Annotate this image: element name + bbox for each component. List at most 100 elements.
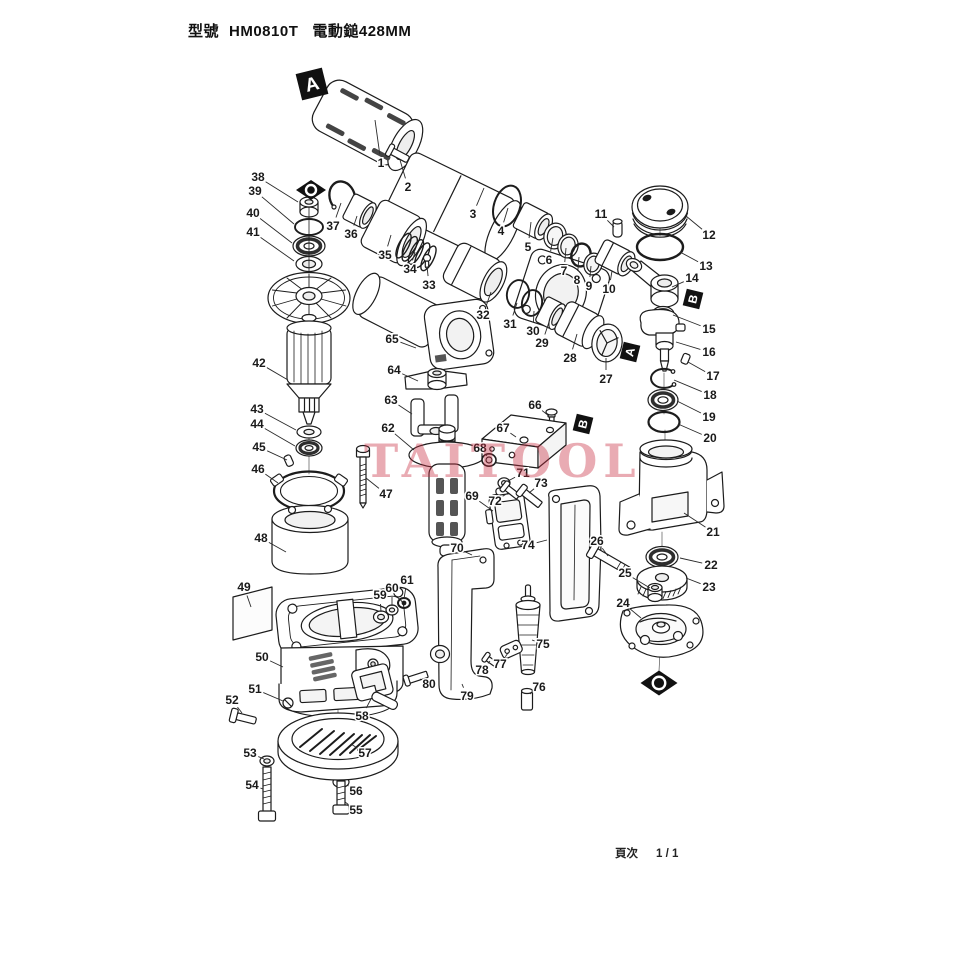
leader-line-8: [577, 256, 580, 272]
leader-line-25: [632, 577, 651, 589]
leader-line-36: [353, 215, 358, 226]
leader-line-28: [572, 333, 578, 350]
diamond-marker-ring-1: [651, 675, 667, 691]
part-64-bracket-plate: [404, 367, 468, 391]
section-marker-a-0: A: [295, 67, 329, 101]
part-number-label-21: 21: [706, 525, 720, 539]
part-number-label-54: 54: [245, 778, 259, 792]
leader-line-38: [265, 181, 299, 203]
part-number-label-51: 51: [248, 682, 262, 696]
leader-line-48: [268, 542, 287, 553]
leader-line-15: [672, 314, 701, 327]
leader-line-75: [531, 639, 535, 642]
leader-line-80: [419, 678, 422, 681]
part-number-label-56: 56: [349, 784, 363, 798]
leader-line-62: [394, 433, 415, 451]
leader-line-41: [260, 236, 295, 262]
leader-line-7: [564, 247, 567, 263]
part-number-label-10: 10: [602, 282, 616, 296]
leader-line-5: [528, 221, 532, 239]
part-11-pin: [612, 218, 623, 238]
part-47-bolt: [355, 444, 371, 509]
leader-line-6: [550, 237, 554, 252]
part-number-label-6: 6: [546, 253, 553, 267]
diamond-marker-ring-0: [304, 183, 318, 197]
leader-line-79: [461, 683, 464, 688]
leader-line-22: [679, 557, 703, 564]
leader-line-54: [260, 787, 264, 790]
leader-line-51: [263, 692, 284, 702]
part-28-tool-holder: [554, 301, 605, 350]
part-number-label-63: 63: [384, 393, 398, 407]
part-number-label-16: 16: [702, 345, 716, 359]
part-number-label-4: 4: [498, 224, 505, 238]
leader-line-4: [503, 207, 509, 223]
part-number-label-19: 19: [702, 410, 716, 424]
part-number-label-35: 35: [378, 248, 392, 262]
leader-line-78: [487, 660, 491, 664]
leader-line-53: [258, 756, 265, 760]
marker-box: [619, 341, 641, 363]
part-number-label-1: 1: [378, 156, 385, 170]
part-number-label-5: 5: [525, 240, 532, 254]
part-68-nut: [481, 452, 497, 467]
part-number-label-46: 46: [251, 462, 265, 476]
leader-line-73: [528, 488, 535, 494]
part-79-handle-half-left: [429, 548, 495, 701]
leader-line-71: [507, 476, 516, 482]
part-number-label-43: 43: [250, 402, 264, 416]
part-number-label-78: 78: [475, 663, 489, 677]
leader-line-24: [629, 608, 642, 619]
page-value: 1 / 1: [656, 848, 679, 860]
leader-line-57: [350, 743, 358, 749]
leader-line-72: [502, 492, 509, 497]
part-78-screw: [481, 651, 500, 668]
part-number-label-44: 44: [250, 417, 264, 431]
page-footer: 頁次 1 / 1: [615, 845, 678, 861]
leader-line-64: [401, 373, 419, 382]
part-number-label-24: 24: [616, 596, 630, 610]
part-58-plate: [351, 663, 399, 710]
part-number-label-61: 61: [400, 573, 414, 587]
part-55-bolt: [332, 780, 350, 815]
part-number-label-58: 58: [355, 709, 369, 723]
leader-line-2: [399, 159, 406, 179]
part-number-label-17: 17: [706, 369, 720, 383]
part-number-label-12: 12: [702, 228, 716, 242]
marker-box: [572, 413, 594, 435]
part-number-label-66: 66: [528, 398, 542, 412]
part-number-label-40: 40: [246, 206, 260, 220]
page-label: 頁次: [615, 848, 638, 860]
part-16-crank-shaft: [639, 308, 686, 372]
part-number-label-55: 55: [349, 803, 363, 817]
part-number-label-67: 67: [496, 421, 510, 435]
part-45-pin: [283, 454, 294, 467]
part-number-label-9: 9: [586, 279, 593, 293]
leader-line-31: [512, 302, 518, 316]
part-32-impact-bolt: [442, 242, 508, 303]
part-number-label-68: 68: [473, 441, 487, 455]
leader-line-69: [479, 500, 494, 512]
part-number-label-38: 38: [251, 170, 265, 184]
part-number-label-13: 13: [699, 259, 713, 273]
part-19-bearing: [647, 388, 679, 412]
leader-line-23: [685, 577, 701, 585]
leader-line-21: [683, 512, 706, 528]
marker-letter: A: [303, 73, 322, 97]
part-21-crank-housing: [618, 439, 725, 536]
leader-line-74: [536, 539, 548, 544]
leader-line-46: [265, 473, 279, 484]
leader-line-63: [398, 404, 413, 415]
part-27-ring-cap: [591, 323, 623, 363]
leader-line-40: [259, 218, 293, 244]
leader-line-1: [374, 119, 381, 155]
part-5-piston: [512, 202, 554, 241]
part-number-label-60: 60: [385, 581, 399, 595]
part-12-crank-cap: [631, 185, 689, 238]
part-65-crank-cover: [352, 272, 495, 371]
part-number-label-75: 75: [536, 637, 550, 651]
